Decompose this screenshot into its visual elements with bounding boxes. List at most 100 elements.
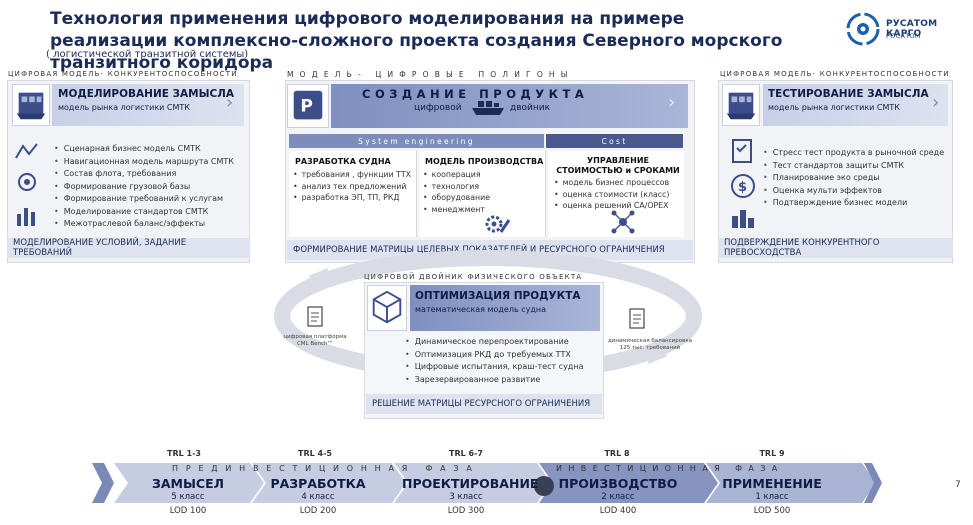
stage-class: 1 класс bbox=[755, 492, 789, 502]
twin-footer: РЕШЕНИЕ МАТРИЦЫ РЕСУРСНОГО ОГРАНИЧЕНИЯ bbox=[366, 394, 602, 414]
stage-title: ЗАМЫСЕЛ bbox=[151, 476, 225, 491]
list-item: Цифровые испытания, краш-тест судна bbox=[405, 361, 603, 374]
list-item: технология bbox=[423, 181, 545, 193]
stage-class: 5 класс bbox=[171, 492, 205, 502]
stage-lod: LOD 300 bbox=[447, 506, 485, 516]
cargo-ship-icon bbox=[726, 92, 756, 120]
balancing-caption-1: динамическая балансировка bbox=[607, 338, 693, 344]
twin-head-subtitle: математическая модель судна bbox=[415, 305, 547, 314]
svg-text:$: $ bbox=[738, 180, 747, 195]
list-item: модель бизнес процессов bbox=[554, 177, 684, 189]
left-head-icon bbox=[12, 84, 50, 126]
right-head-icon bbox=[722, 84, 760, 126]
stage-class: 4 класс bbox=[301, 492, 335, 502]
chevron-right-icon: › bbox=[668, 92, 676, 113]
trl-label: TRL 4-5 bbox=[298, 449, 332, 458]
list-item: Стресс тест продукта в рыночной среде bbox=[763, 147, 951, 160]
left-footer: МОДЕЛИРОВАНИЕ УСЛОВИЙ, ЗАДАНИЕ ТРЕБОВАНИ… bbox=[7, 238, 250, 258]
stage-title: ПРОИЗВОДСТВО bbox=[558, 476, 678, 491]
center-head-title: СОЗДАНИЕ ПРОДУКТА bbox=[362, 87, 589, 101]
left-icons-column bbox=[13, 140, 41, 230]
balancing-caption-2: 125 тыс. требований bbox=[619, 345, 681, 351]
cargo-ship-icon bbox=[16, 92, 46, 120]
right-footer: ПОДВЕРЖДЕНИЕ КОНКУРЕНТНОГО ПРЕВОСХОДСТВА bbox=[718, 238, 953, 258]
center-section-label: МОДЕЛЬ- ЦИФРОВЫЕ ПОЛИГОНЫ bbox=[287, 70, 574, 79]
left-section-label: ЦИФРОВАЯ МОДЕЛЬ- КОНКУРЕНТОСПОСОБНОСТИ bbox=[8, 70, 238, 78]
left-head-bar bbox=[52, 84, 244, 126]
twin-head-icon bbox=[367, 285, 407, 331]
center-head-sub-left: цифровой bbox=[414, 103, 462, 113]
list-item: Межотраслевой баланс/эффекты bbox=[54, 218, 249, 231]
right-icons-column: $ bbox=[728, 138, 758, 230]
investment-phase: ИНВЕСТИЦИОННАЯ ФАЗА bbox=[556, 464, 784, 473]
twin-list: Динамическое перепроектирование Оптимиза… bbox=[405, 336, 603, 386]
list-item: оценка стоимости (класс) bbox=[554, 189, 684, 201]
chevron-right-icon: › bbox=[226, 92, 234, 113]
right-head-bar bbox=[763, 84, 948, 126]
chevron-right-icon: › bbox=[932, 92, 940, 113]
rosatom-logo: РУСАТОМ КАРГО РОСАТОМ bbox=[846, 10, 966, 48]
list-item: Оценка мульти эффектов bbox=[763, 185, 951, 198]
center-footer: ФОРМИРОВАНИЕ МАТРИЦЫ ЦЕЛЕВЫХ ПОКАЗАТЕЛЕЙ… bbox=[287, 240, 693, 260]
right-head-subtitle: модель рынка логистики СМТК bbox=[768, 103, 900, 112]
col-title: РАЗРАБОТКА СУДНА bbox=[295, 157, 391, 166]
list-item: Оптимизация РКД до требуемых ТТХ bbox=[405, 349, 603, 362]
list-item: менеджмент bbox=[423, 204, 545, 216]
list-item: анализ тех предложений bbox=[293, 181, 417, 193]
col-title: УПРАВЛЕНИЕ СТОИМОСТЬЮ и СРОКАМИ bbox=[556, 156, 680, 175]
clipboard-icon bbox=[306, 304, 324, 328]
gears-icon bbox=[483, 212, 511, 236]
col-list: требования , функции ТТХ анализ тех пред… bbox=[293, 169, 417, 204]
list-item: оборудование bbox=[423, 192, 545, 204]
col-title: МОДЕЛЬ ПРОИЗВОДСТВА bbox=[425, 157, 544, 166]
stage-title: ПРИМЕНЕНИЕ bbox=[722, 476, 822, 491]
list-item: оценка решений СА/OPEX bbox=[554, 200, 684, 212]
stage-class: 2 класс bbox=[601, 492, 635, 502]
list-item: Состав флота, требования bbox=[54, 168, 249, 181]
stage-class: 3 класс bbox=[449, 492, 483, 502]
list-item: Зарезервированное развитие bbox=[405, 374, 603, 387]
logo-text-primary: РУСАТОМ КАРГО bbox=[886, 19, 938, 39]
list-item: Подтверждение бизнес модели bbox=[763, 197, 951, 210]
pre-investment-phase: ПРЕДИНВЕСТИЦИОННАЯ ФАЗА bbox=[172, 464, 480, 473]
ship-icon bbox=[470, 98, 506, 118]
center-head-icon: P bbox=[287, 84, 329, 128]
list-item: кооперация bbox=[423, 169, 545, 181]
list-item: требования , функции ТТХ bbox=[293, 169, 417, 181]
twin-head-bar bbox=[410, 285, 600, 331]
list-item: Формирование грузовой базы bbox=[54, 181, 249, 194]
trl-label: TRL 6-7 bbox=[449, 449, 483, 458]
stage-lod: LOD 400 bbox=[599, 506, 637, 516]
col-list: модель бизнес процессов оценка стоимости… bbox=[554, 177, 684, 212]
stage-lod: LOD 500 bbox=[753, 506, 791, 516]
right-head-title: ТЕСТИРОВАНИЕ ЗАМЫСЛА bbox=[768, 88, 929, 100]
cube-icon bbox=[372, 290, 402, 324]
product-creation-icon: P bbox=[293, 90, 323, 120]
stage-lod: LOD 200 bbox=[299, 506, 337, 516]
center-head-bar bbox=[331, 84, 688, 128]
twin-section-label: ЦИФРОВОЙ ДВОЙНИК ФИЗИЧЕСКОГО ОБЪЕКТА bbox=[364, 273, 583, 281]
right-section-label: ЦИФРОВАЯ МОДЕЛЬ- КОНКУРЕНТОСПОСОБНОСТИ bbox=[720, 70, 950, 78]
trl-label: TRL 1-3 bbox=[167, 449, 201, 458]
list-item: Тест стандартов защиты СМТК bbox=[763, 160, 951, 173]
list-item: Динамическое перепроектирование bbox=[405, 336, 603, 349]
cost-bar: Cost bbox=[546, 134, 683, 148]
stage-title: РАЗРАБОТКА bbox=[270, 476, 366, 491]
center-head-sub-right: двойник bbox=[510, 103, 551, 113]
left-head-title: МОДЕЛИРОВАНИЕ ЗАМЫСЛА bbox=[58, 88, 235, 100]
left-head-subtitle: модель рынка логистики СМТК bbox=[58, 103, 190, 112]
network-icon bbox=[610, 209, 636, 235]
twin-head-title: ОПТИМИЗАЦИЯ ПРОДУКТА bbox=[415, 290, 581, 302]
list-item: Сценарная бизнес модель СМТК bbox=[54, 143, 249, 156]
document-icon bbox=[628, 306, 646, 330]
list-item: разработка ЭП, ТП, РКД bbox=[293, 192, 417, 204]
analytics-icons bbox=[15, 143, 38, 226]
system-engineering-bar: System engineering bbox=[289, 134, 544, 148]
trl-label: TRL 9 bbox=[759, 449, 785, 458]
logo-text-secondary: РОСАТОМ bbox=[886, 32, 921, 40]
platform-caption-1: цифровая платформа bbox=[283, 334, 347, 340]
list-item: Формирование требований к услугам bbox=[54, 193, 249, 206]
svg-text:P: P bbox=[300, 97, 313, 117]
page-title: Технология применения цифрового моделиро… bbox=[50, 9, 783, 73]
list-item: Планирование эко среды bbox=[763, 172, 951, 185]
